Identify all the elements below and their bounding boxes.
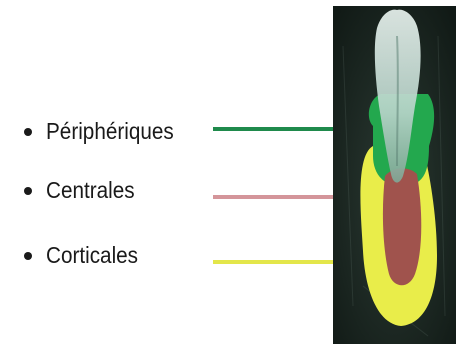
central-zone [383,168,421,285]
legend-item-corticales: Corticales [20,236,220,276]
legend-item-peripheriques: Périphériques [20,112,220,152]
bullet-dot-icon [24,252,32,260]
legend-item-centrales: Centrales [20,171,220,211]
legend-label: Périphériques [46,116,174,146]
bullet-dot-icon [24,128,32,136]
legend-label: Corticales [46,240,138,270]
dental-radiograph-image [333,6,456,344]
bullet-dot-icon [24,187,32,195]
legend-label: Centrales [46,175,135,205]
tooth-root-canal [397,36,398,166]
